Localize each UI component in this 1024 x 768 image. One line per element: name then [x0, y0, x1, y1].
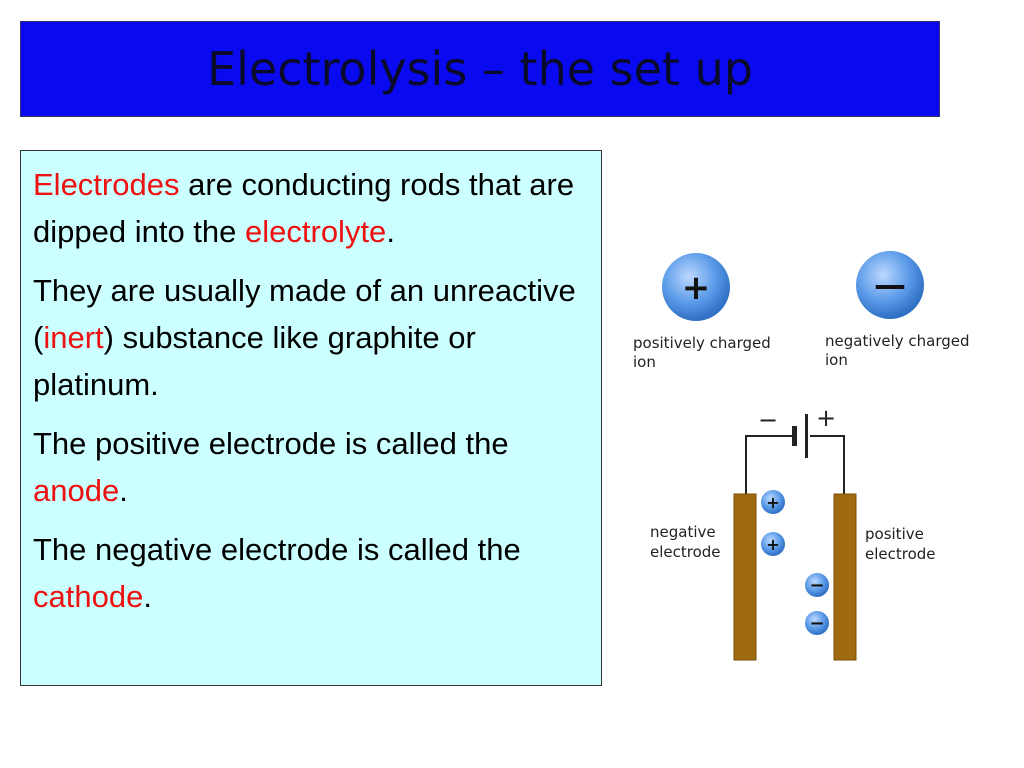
positive-ion-label-2: ion [633, 353, 656, 371]
small-positive-ion-icon: + [761, 532, 785, 556]
positive-electrode-label-2: electrode [865, 545, 936, 563]
text-fragment: They are usually made of an unreactive ( [33, 273, 576, 355]
title-bar: Electrolysis – the set up [20, 21, 940, 117]
term-cathode: cathode [33, 579, 144, 614]
text-fragment: The negative electrode is called the [33, 532, 521, 567]
battery-icon [792, 414, 808, 458]
small-positive-ion-symbol: + [766, 493, 779, 512]
term-electrolyte: electrolyte [245, 214, 387, 249]
positive-electrode [833, 493, 857, 661]
positive-ion-label: positively charged [633, 334, 771, 352]
negative-electrode-label-2: electrode [650, 543, 721, 561]
small-negative-ion-icon: − [805, 573, 829, 597]
small-positive-ion-icon: + [761, 490, 785, 514]
paragraph-electrodes: Electrodes are conducting rods that are … [33, 161, 591, 255]
negative-ion-icon: — [856, 251, 924, 319]
paragraph-inert: They are usually made of an unreactive (… [33, 267, 591, 408]
text-fragment: ) substance like graphite or platinum. [33, 320, 476, 402]
negative-electrode-label: negative [650, 523, 716, 541]
battery-plus-sign: + [816, 404, 836, 432]
negative-ion-symbol: — [874, 266, 906, 304]
text-fragment: are conducting rods that are dipped into… [33, 167, 575, 249]
positive-ion-symbol: + [682, 268, 711, 308]
text-fragment: . [386, 214, 395, 249]
text-fragment: . [119, 473, 128, 508]
negative-ion-label: negatively charged [825, 332, 970, 350]
slide-title: Electrolysis – the set up [207, 42, 753, 96]
paragraph-anode: The positive electrode is called the ano… [33, 420, 591, 514]
positive-electrode-label: positive [865, 525, 924, 543]
term-anode: anode [33, 473, 120, 508]
small-negative-ion-symbol: − [809, 575, 824, 596]
text-fragment: . [143, 579, 152, 614]
term-electrodes: Electrodes [33, 167, 180, 202]
electrolysis-diagram: + positively charged ion — negatively ch… [633, 251, 970, 661]
content-textbox: Electrodes are conducting rods that are … [20, 150, 602, 686]
paragraph-cathode: The negative electrode is called the cat… [33, 526, 591, 620]
positive-ion-icon: + [662, 253, 730, 321]
battery-minus-sign: − [758, 406, 778, 434]
text-fragment: The positive electrode is called the [33, 426, 509, 461]
term-inert: inert [43, 320, 104, 355]
negative-electrode [733, 493, 757, 661]
small-negative-ion-symbol: − [809, 613, 824, 634]
small-positive-ion-symbol: + [766, 535, 779, 554]
small-negative-ion-icon: − [805, 611, 829, 635]
negative-ion-label-2: ion [825, 351, 848, 369]
circuit-wire [745, 435, 845, 496]
